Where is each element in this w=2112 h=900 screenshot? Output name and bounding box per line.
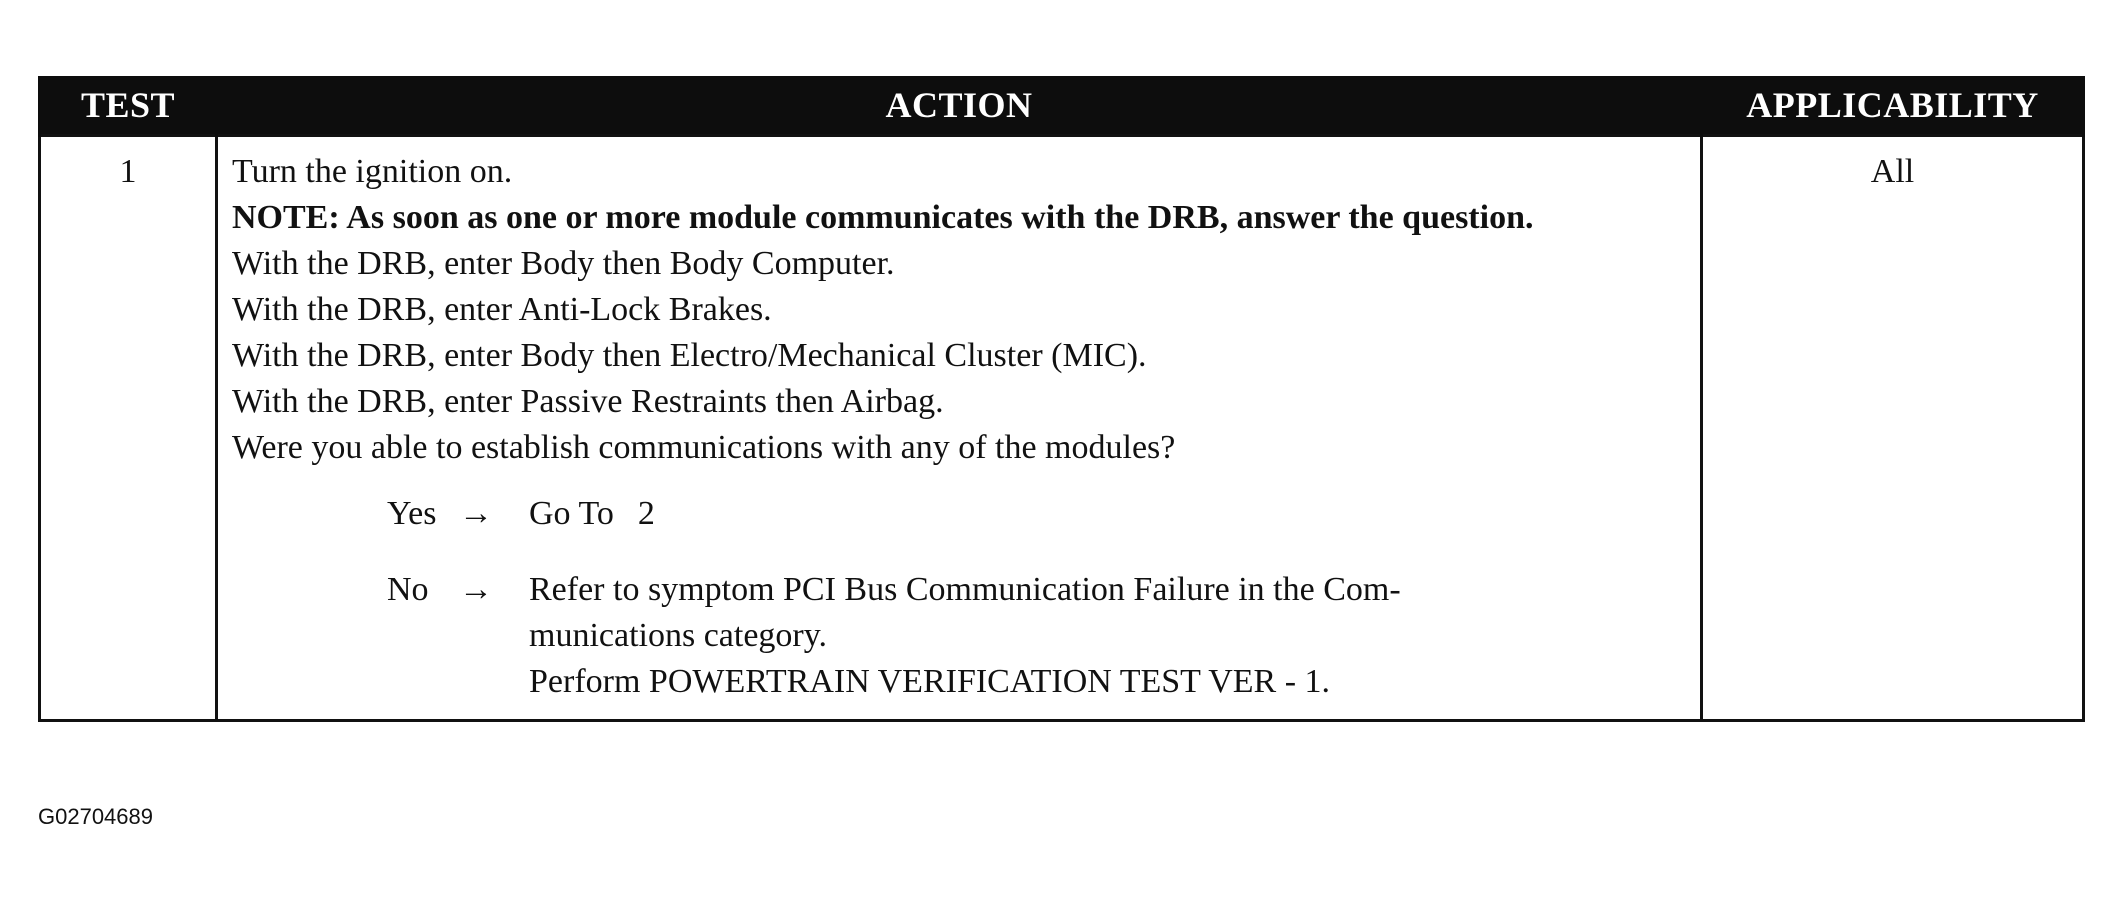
action-question: Were you able to establish communication… <box>232 429 1176 466</box>
action-step: With the DRB, enter Anti-Lock Brakes. <box>232 291 772 328</box>
diagnostic-test-table: TEST ACTION APPLICABILITY 1 Turn the ign… <box>38 76 2085 722</box>
branch-no-label: No <box>387 571 429 608</box>
action-line-ignition: Turn the ignition on. <box>232 153 513 190</box>
branch-no: No → Refer to symptom PCI Bus Communicat… <box>387 567 1688 705</box>
branch-no-line: Perform POWERTRAIN VERIFICATION TEST VER… <box>529 663 1331 700</box>
test-number: 1 <box>119 153 137 190</box>
header-action: ACTION <box>215 76 1703 136</box>
diagnostic-test-table-container: TEST ACTION APPLICABILITY 1 Turn the ign… <box>38 76 2085 722</box>
branch-no-body: Refer to symptom PCI Bus Communication F… <box>529 567 1688 705</box>
table-header-row: TEST ACTION APPLICABILITY <box>38 76 2085 136</box>
figure-id: G02704689 <box>38 804 153 829</box>
test-number-cell: 1 <box>38 134 218 722</box>
header-applicability: APPLICABILITY <box>1700 76 2085 136</box>
branch-no-line: munications category. <box>529 617 828 654</box>
table-row: 1 Turn the ignition on. NOTE: As soon as… <box>38 134 2085 722</box>
answer-branches: Yes → Go To 2 No → Refer to symptom PCI B… <box>232 491 1688 705</box>
action-step: With the DRB, enter Body then Body Compu… <box>232 245 895 282</box>
branch-no-line: Refer to symptom PCI Bus Communication F… <box>529 571 1401 608</box>
applicability-cell: All <box>1700 134 2085 722</box>
action-cell: Turn the ignition on. NOTE: As soon as o… <box>215 134 1703 722</box>
right-arrow-icon: → <box>459 571 493 608</box>
action-step: With the DRB, enter Body then Electro/Me… <box>232 337 1147 374</box>
branch-yes-body: Go To 2 <box>529 491 1688 537</box>
applicability-value: All <box>1870 153 1915 190</box>
action-note: NOTE: As soon as one or more module comm… <box>232 199 1534 236</box>
branch-yes: Yes → Go To 2 <box>387 491 1688 537</box>
goto-number: 2 <box>637 495 655 532</box>
branch-yes-label: Yes <box>387 495 437 532</box>
goto-text: Go To <box>529 495 614 532</box>
header-test: TEST <box>38 76 218 136</box>
action-step: With the DRB, enter Passive Restraints t… <box>232 383 944 420</box>
right-arrow-icon: → <box>459 495 493 532</box>
